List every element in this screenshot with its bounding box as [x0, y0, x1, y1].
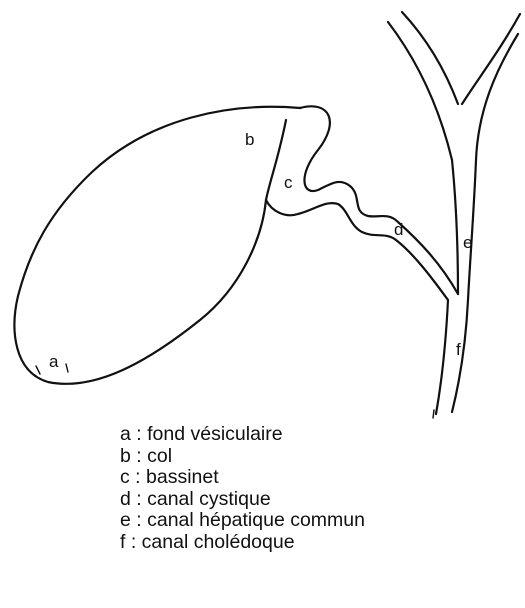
legend: a : fond vésiculaire b : col c : bassine…: [120, 424, 365, 553]
left-hepatic-duct-outer: [402, 12, 458, 104]
cystic-duct-lower-wall: [266, 200, 448, 300]
gallbladder-outline: [300, 106, 458, 294]
legend-item-f: f : canal cholédoque: [120, 532, 365, 554]
legend-item-c: c : bassinet: [120, 467, 365, 489]
gallbladder-body: [14, 107, 300, 384]
legend-item-d: d : canal cystique: [120, 489, 365, 511]
legend-item-a: a : fond vésiculaire: [120, 424, 365, 446]
label-f: f: [456, 340, 461, 359]
duct-end-mark: [433, 410, 434, 418]
label-a: a: [49, 352, 59, 371]
legend-item-b: b : col: [120, 446, 365, 468]
label-d: d: [394, 220, 403, 239]
gallbladder-neck-inner: [266, 120, 286, 200]
left-hepatic-duct-inner: [388, 22, 452, 160]
legend-item-e: e : canal hépatique commun: [120, 510, 365, 532]
common-hepatic-duct-right: [452, 34, 518, 412]
fundus-mark-2: [66, 364, 68, 372]
label-c: c: [284, 173, 293, 192]
label-e: e: [463, 233, 472, 252]
label-b: b: [245, 130, 254, 149]
fundus-mark: [36, 366, 40, 374]
common-hepatic-duct-left: [452, 160, 458, 294]
common-bile-duct-left: [436, 300, 448, 414]
